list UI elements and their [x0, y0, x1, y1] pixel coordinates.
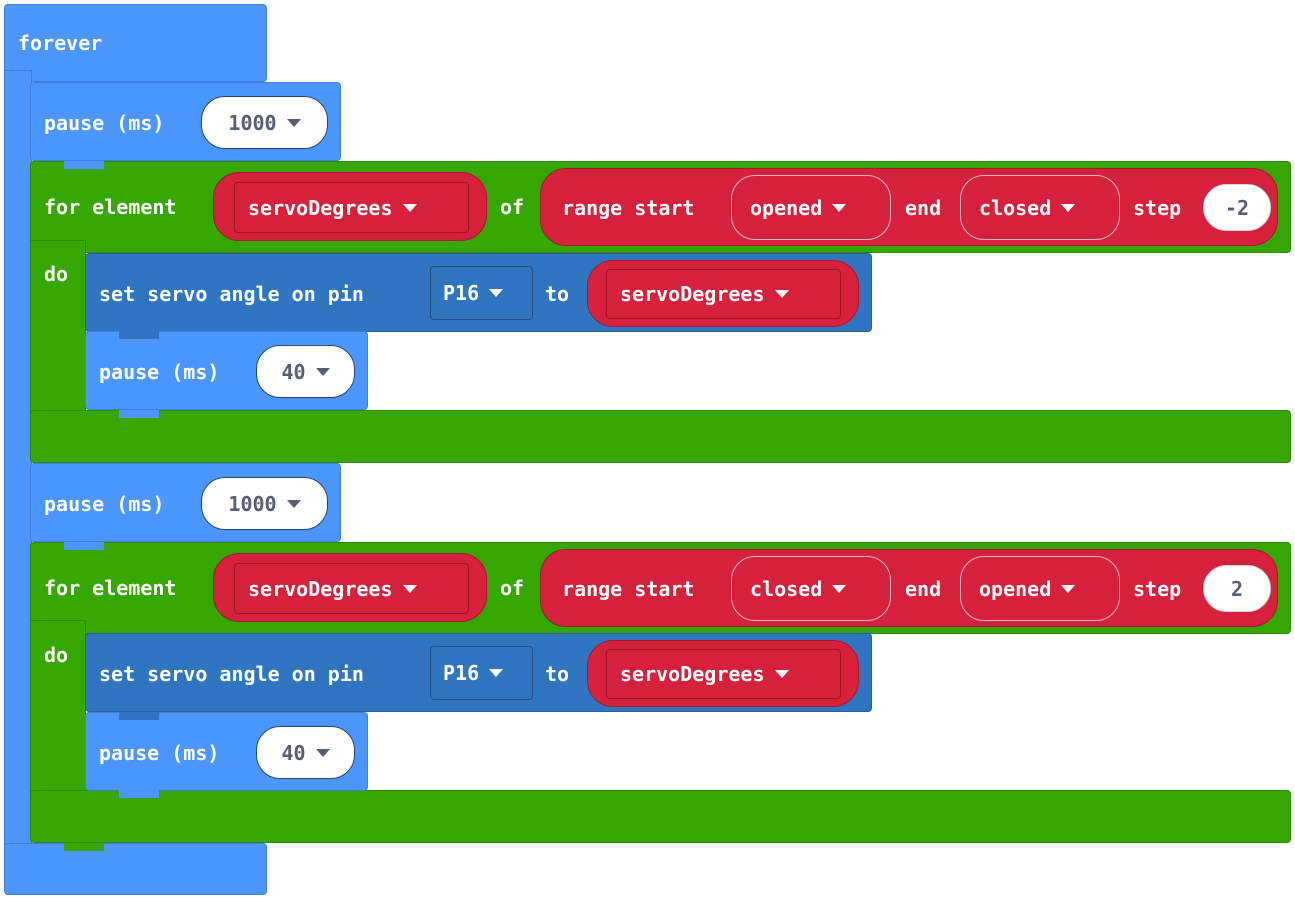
pause-duration-value: 1000	[228, 110, 277, 135]
caret-down-icon[interactable]	[1061, 584, 1076, 593]
servo-value-variable-block[interactable]: servoDegrees	[587, 640, 859, 707]
range-start-label: range start	[562, 577, 695, 601]
forever-label: forever	[18, 31, 103, 55]
range-end-dropdown[interactable]: opened	[960, 556, 1120, 621]
caret-down-icon[interactable]	[402, 203, 417, 212]
pause-block[interactable]: pause (ms) 1000	[30, 82, 341, 161]
servo-value-name: servoDegrees	[620, 662, 765, 686]
connector-notch	[64, 161, 104, 169]
range-block[interactable]: range start closed end opened step 2	[540, 549, 1278, 627]
pause-duration-field[interactable]: 40	[256, 726, 355, 779]
range-step-label: step	[1133, 196, 1182, 220]
connector-notch	[64, 843, 104, 851]
caret-down-icon[interactable]	[1061, 203, 1076, 212]
servo-to-label: to	[545, 282, 570, 306]
range-start-value: closed	[750, 576, 823, 601]
for-element-spine[interactable]	[30, 620, 86, 805]
loop-variable-block[interactable]: servoDegrees	[213, 553, 487, 622]
pause-duration-field[interactable]: 1000	[201, 477, 328, 530]
of-label: of	[500, 576, 525, 600]
range-step-value: -2	[1224, 195, 1250, 220]
caret-down-icon[interactable]	[286, 118, 301, 127]
caret-down-icon[interactable]	[832, 203, 847, 212]
servo-value-variable-block[interactable]: servoDegrees	[587, 260, 859, 327]
range-end-value: closed	[979, 195, 1052, 220]
connector-notch	[119, 712, 159, 720]
set-servo-block[interactable]: set servo angle on pin P16 to servoDegre…	[85, 253, 872, 332]
caret-down-icon[interactable]	[286, 499, 301, 508]
connector-notch	[64, 542, 104, 550]
range-step-value: 2	[1230, 576, 1244, 601]
range-step-field[interactable]: -2	[1203, 184, 1271, 231]
range-start-dropdown[interactable]: closed	[731, 556, 891, 621]
range-end-label: end	[905, 196, 942, 220]
caret-down-icon[interactable]	[774, 290, 789, 298]
servo-value-dropdown[interactable]: servoDegrees	[606, 269, 841, 319]
pause-duration-field[interactable]: 1000	[201, 96, 328, 149]
servo-to-label: to	[545, 662, 570, 686]
do-label: do	[44, 643, 69, 667]
range-block[interactable]: range start opened end closed step -2	[540, 168, 1278, 246]
servo-value-name: servoDegrees	[620, 282, 765, 306]
range-start-value: opened	[750, 195, 823, 220]
forever-block[interactable]	[4, 4, 267, 82]
caret-down-icon[interactable]	[315, 367, 330, 376]
set-servo-label: set servo angle on pin	[99, 282, 364, 306]
range-start-dropdown[interactable]: opened	[731, 175, 891, 240]
loop-variable-dropdown[interactable]: servoDegrees	[234, 563, 469, 614]
pause-duration-value: 1000	[228, 491, 277, 516]
servo-value-dropdown[interactable]: servoDegrees	[606, 649, 841, 699]
for-element-label: for element	[44, 576, 177, 600]
set-servo-block[interactable]: set servo angle on pin P16 to servoDegre…	[85, 633, 872, 712]
do-label: do	[44, 262, 69, 286]
loop-variable-block[interactable]: servoDegrees	[213, 172, 487, 241]
servo-pin-value: P16	[443, 661, 480, 685]
caret-down-icon[interactable]	[489, 289, 504, 297]
pause-duration-value: 40	[281, 740, 306, 765]
pause-label: pause (ms)	[44, 492, 165, 516]
pause-duration-field[interactable]: 40	[256, 345, 355, 398]
range-end-value: opened	[979, 576, 1052, 601]
pause-label: pause (ms)	[44, 111, 165, 135]
pause-label: pause (ms)	[99, 360, 220, 384]
loop-variable-name: servoDegrees	[248, 576, 393, 601]
range-end-dropdown[interactable]: closed	[960, 175, 1120, 240]
pause-duration-value: 40	[281, 359, 306, 384]
loop-variable-name: servoDegrees	[248, 195, 393, 220]
range-end-label: end	[905, 577, 942, 601]
caret-down-icon[interactable]	[832, 584, 847, 593]
for-element-footer[interactable]	[30, 410, 1291, 463]
of-label: of	[500, 195, 525, 219]
range-step-field[interactable]: 2	[1203, 565, 1271, 612]
caret-down-icon[interactable]	[774, 670, 789, 678]
range-start-label: range start	[562, 196, 695, 220]
caret-down-icon[interactable]	[489, 669, 504, 677]
caret-down-icon[interactable]	[402, 584, 417, 593]
connector-notch	[119, 331, 159, 339]
servo-pin-dropdown[interactable]: P16	[430, 266, 533, 320]
forever-footer[interactable]	[4, 843, 267, 895]
caret-down-icon[interactable]	[315, 748, 330, 757]
connector-notch	[119, 410, 159, 418]
set-servo-label: set servo angle on pin	[99, 662, 364, 686]
pause-block[interactable]: pause (ms) 1000	[30, 463, 341, 542]
servo-pin-dropdown[interactable]: P16	[430, 646, 533, 700]
pause-label: pause (ms)	[99, 741, 220, 765]
servo-pin-value: P16	[443, 281, 480, 305]
connector-notch	[119, 790, 159, 798]
pause-block[interactable]: pause (ms) 40	[85, 331, 368, 410]
range-step-label: step	[1133, 577, 1182, 601]
for-element-label: for element	[44, 195, 177, 219]
pause-block[interactable]: pause (ms) 40	[85, 712, 368, 791]
forever-spine[interactable]	[4, 70, 32, 860]
loop-variable-dropdown[interactable]: servoDegrees	[234, 182, 469, 233]
for-element-footer[interactable]	[30, 790, 1291, 843]
